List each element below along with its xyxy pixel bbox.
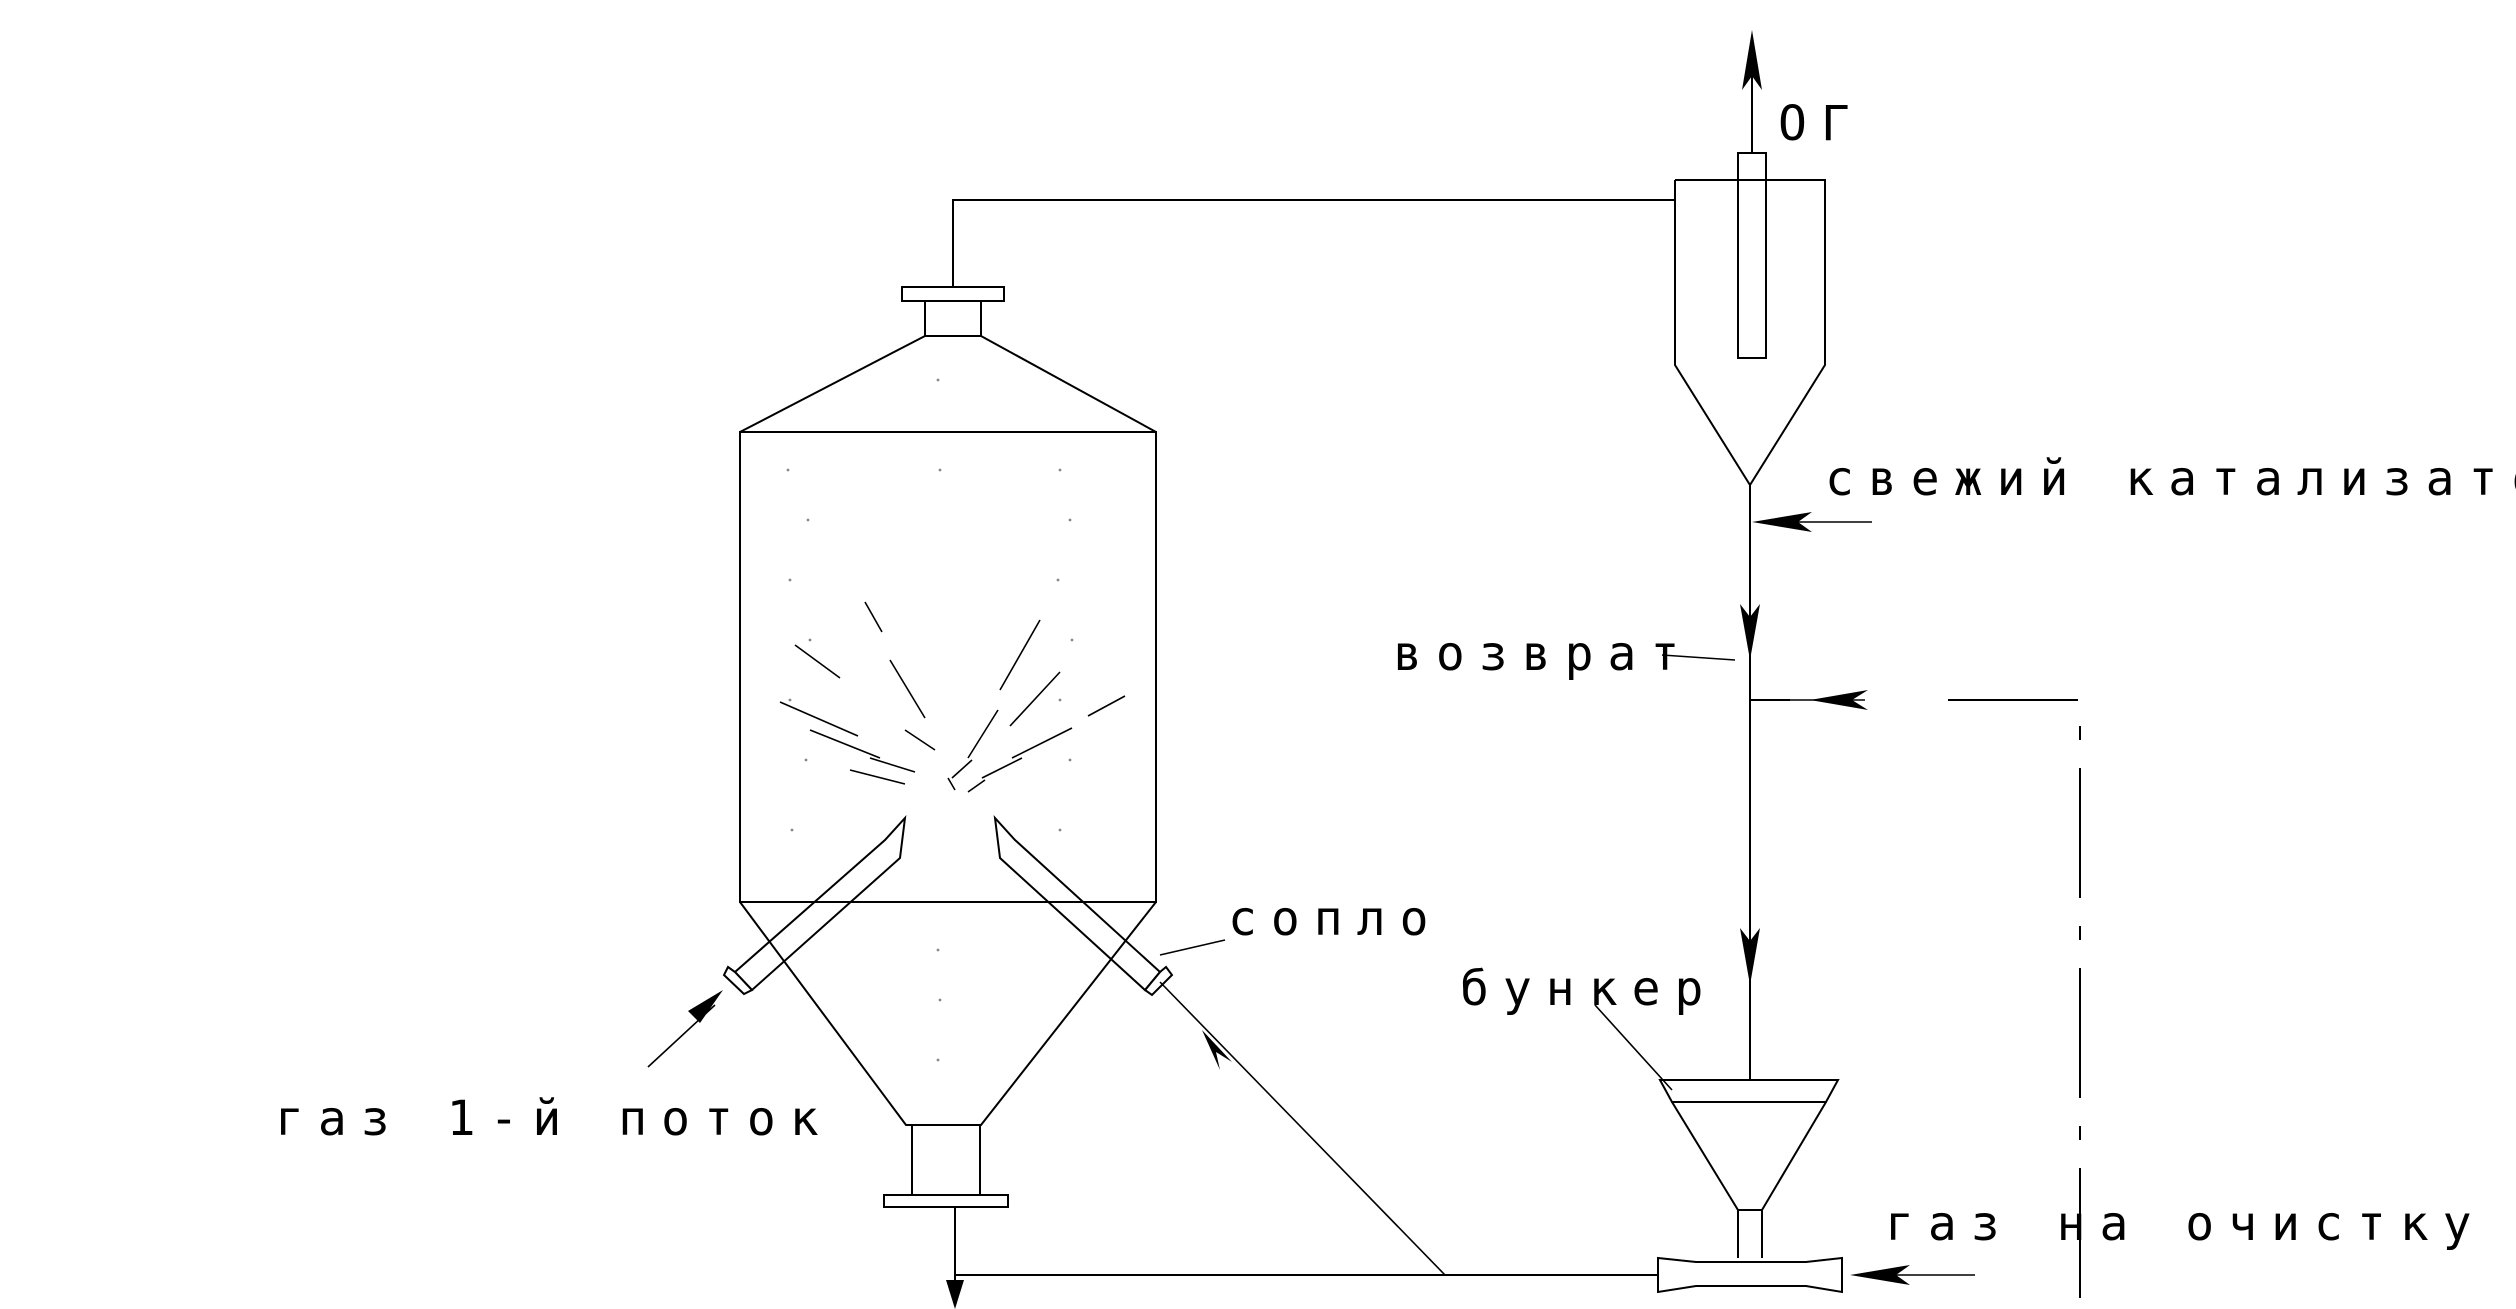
spray-pattern [779, 601, 1126, 793]
reactor-to-cyclone-pipe [952, 199, 1675, 287]
gas-to-cleaning-label: газ на очистку (2 [1885, 1196, 2516, 1252]
gas-stream-1-label: газ 1-й поток [275, 1091, 833, 1147]
nozzle-right [993, 814, 1174, 997]
recycle-line-dashed [1948, 699, 2081, 1309]
reactor-vessel [739, 286, 1157, 1309]
exhaust-gas-label: ОГ [1778, 96, 1864, 152]
return-label: возврат [1393, 626, 1693, 682]
nozzle-left [722, 814, 907, 996]
fresh-catalyst-label: свежий катализатор [1825, 451, 2516, 507]
cyclone-separator [1674, 30, 1826, 487]
exhaust-arrow-icon [1742, 30, 1762, 90]
hopper-label: бункер [1460, 961, 1717, 1017]
down-arrow-icon [1740, 604, 1760, 660]
hopper [1658, 1079, 1840, 1258]
outlet-arrow-icon [946, 1280, 964, 1309]
ejector [1657, 1256, 1843, 1294]
gas-cleaning-arrow-icon [1850, 1265, 1910, 1285]
reactor-interior-dots [786, 378, 1074, 1062]
nozzle-feed-pipe [1159, 981, 1446, 1276]
gas-stream-1-arrow-icon [688, 990, 723, 1023]
nozzle-feed-arrow-icon [1202, 1030, 1232, 1070]
return-arrow-icon [1810, 690, 1868, 710]
down-arrow-2-icon [1740, 928, 1760, 985]
fresh-catalyst-arrow-icon [1752, 512, 1812, 532]
nozzle-label: сопло [1228, 891, 1443, 947]
